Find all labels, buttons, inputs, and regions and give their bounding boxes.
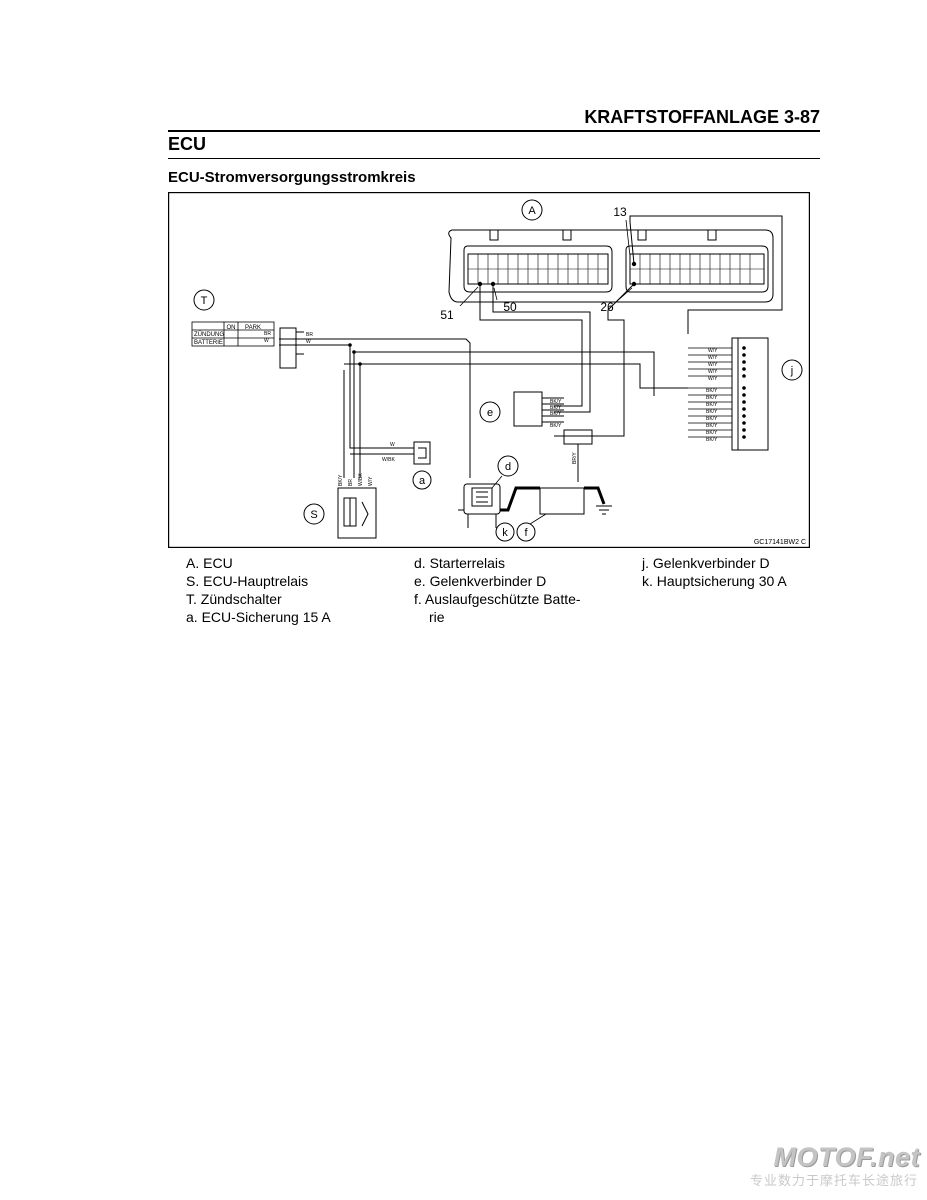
- section-rule: [168, 158, 820, 159]
- watermark-slogan: 专业数力于摩托车长途旅行: [749, 1173, 918, 1188]
- legend-column-3: j. Gelenkverbinder D k. Hauptsicherung 3…: [642, 554, 842, 590]
- battery-cables: [500, 486, 606, 512]
- wire-br-switch: BR: [264, 331, 271, 337]
- battery-leader: [529, 513, 547, 525]
- callout-main-fuse: [495, 522, 515, 542]
- ground-icon: [596, 505, 612, 515]
- joint-connector-j: [731, 337, 769, 451]
- wiring-lines: [279, 215, 783, 478]
- wire-bky-j5: BK/Y: [706, 416, 718, 422]
- starter-relay-leader: [491, 475, 503, 489]
- callout-joint-connector-j-label: j: [790, 365, 793, 377]
- wire-bky-relay: BK/Y: [338, 474, 344, 486]
- switch-col-on: ON: [227, 325, 236, 331]
- wire-w-fuse: W: [390, 442, 395, 448]
- legend-item-battery: f. Auslaufgeschützte Batte-: [414, 591, 581, 607]
- callout-joint-connector-e-label: e: [487, 407, 493, 419]
- wire-bky-e1: BK/Y: [550, 399, 562, 405]
- wire-wy-j1: W/Y: [708, 348, 718, 354]
- callout-battery-label: f: [524, 527, 528, 539]
- wire-bky-j6: BK/Y: [706, 423, 718, 429]
- callout-ecu: [521, 199, 543, 221]
- ecu-pin-leaders: [459, 219, 633, 307]
- header-rule: [168, 130, 820, 132]
- subsection-title: ECU-Stromversorgungsstromkreis: [168, 169, 416, 186]
- wire-bky-j7: BK/Y: [706, 430, 718, 436]
- legend-item-ecu: A. ECU: [186, 555, 233, 571]
- watermark-logo: MOTOF.net 专业数力于摩托车长途旅行: [750, 1142, 920, 1194]
- pin-50-label: 50: [503, 300, 517, 314]
- watermark-brand: MOTOF.net: [773, 1142, 920, 1172]
- wire-w-switch: W: [264, 338, 269, 344]
- section-title: ECU: [168, 134, 207, 154]
- pin-26-label: 26: [600, 300, 614, 314]
- switch-col-park: PARK: [245, 325, 261, 331]
- callout-ecu-fuse: [412, 470, 432, 490]
- callout-ignition-switch: [193, 289, 215, 311]
- callout-ignition-switch-label: T: [201, 295, 208, 307]
- wire-bky-j3: BK/Y: [706, 402, 718, 408]
- running-title: KRAFTSTOFFANLAGE 3-87: [584, 107, 820, 127]
- wire-bky-e2: BK/Y: [550, 405, 562, 411]
- callout-ecu-fuse-label: a: [419, 475, 426, 487]
- switch-row-battery: BATTERIE: [194, 340, 223, 346]
- wire-bky-e4: BK/Y: [550, 423, 562, 429]
- wire-wy-j4: W/Y: [708, 369, 718, 375]
- callout-battery: [516, 522, 536, 542]
- callout-starter-relay: [497, 455, 519, 477]
- wire-br-switch-2: BR: [306, 332, 313, 338]
- wire-bry-starter: BR/Y: [572, 452, 578, 464]
- legend-column-2: d. Starterrelais e. Gelenkverbinder D f.…: [414, 554, 644, 626]
- battery: [539, 487, 585, 515]
- starter-relay-connector: [563, 429, 593, 482]
- legend-item-starter-relay: d. Starterrelais: [414, 555, 506, 571]
- wire-bky-j2: BK/Y: [706, 395, 718, 401]
- legend-item-battery-continued: rie: [429, 609, 445, 625]
- callout-ecu-main-relay-label: S: [310, 509, 317, 521]
- legend-item-main-fuse: k. Hauptsicherung 30 A: [642, 573, 787, 589]
- legend-item-ecu-main-relay: S. ECU-Hauptrelais: [186, 573, 309, 589]
- legend-item-ignition-switch: T. Zündschalter: [186, 591, 282, 607]
- callout-starter-relay-label: d: [505, 461, 511, 473]
- ecu-fuse: [413, 441, 431, 465]
- ignition-switch-table: [191, 321, 275, 347]
- legend-item-joint-connector-e: e. Gelenkverbinder D: [414, 573, 547, 589]
- wire-wy-relay: W/Y: [368, 476, 374, 486]
- ecu-unit: [448, 229, 774, 303]
- wiring-diagram: A 13 51 50 26 T ON PARK ZÜNDUNG BATTERIE…: [168, 192, 810, 548]
- wiring-junction-dots: [348, 343, 362, 366]
- pin-13-label: 13: [613, 205, 627, 219]
- wire-bky-e3: BK/Y: [550, 411, 562, 417]
- wire-bky-j8: BK/Y: [706, 437, 718, 443]
- wire-wy-j5: W/Y: [708, 376, 718, 382]
- wire-wbk-fuse: W/BK: [382, 457, 395, 463]
- legend-column-1: A. ECU S. ECU-Hauptrelais T. Zündschalte…: [186, 554, 406, 626]
- wire-br-relay: BR: [348, 479, 354, 486]
- drawing-code: GC17141BW2 C: [754, 539, 806, 546]
- fuse-wires: [360, 447, 414, 455]
- legend-item-ecu-fuse: a. ECU-Sicherung 15 A: [186, 609, 331, 625]
- callout-ecu-label: A: [528, 205, 536, 217]
- ecu-main-relay: [337, 487, 377, 539]
- callout-ecu-main-relay: [303, 503, 325, 525]
- wire-bky-j1: BK/Y: [706, 388, 718, 394]
- joint-connector-e: [513, 391, 564, 427]
- joint-connector-j-wires: [688, 347, 732, 438]
- switch-row-ignition: ZÜNDUNG: [194, 331, 224, 338]
- starter-relay: [458, 483, 501, 528]
- callout-main-fuse-label: k: [502, 527, 508, 539]
- wire-bky-j4: BK/Y: [706, 409, 718, 415]
- wire-wbk-relay: W/BK: [358, 473, 364, 486]
- diagram-border: [168, 192, 810, 548]
- ignition-switch-connector: [279, 327, 304, 369]
- legend-item-joint-connector-j: j. Gelenkverbinder D: [642, 555, 770, 571]
- wire-wy-j3: W/Y: [708, 362, 718, 368]
- callout-joint-connector-e: [479, 401, 501, 423]
- joint-connector-j-pins: [742, 346, 746, 439]
- callout-joint-connector-j: [781, 359, 803, 381]
- wire-w-switch-2: W: [306, 339, 311, 345]
- pin-51-label: 51: [440, 308, 454, 322]
- wire-wy-j2: W/Y: [708, 355, 718, 361]
